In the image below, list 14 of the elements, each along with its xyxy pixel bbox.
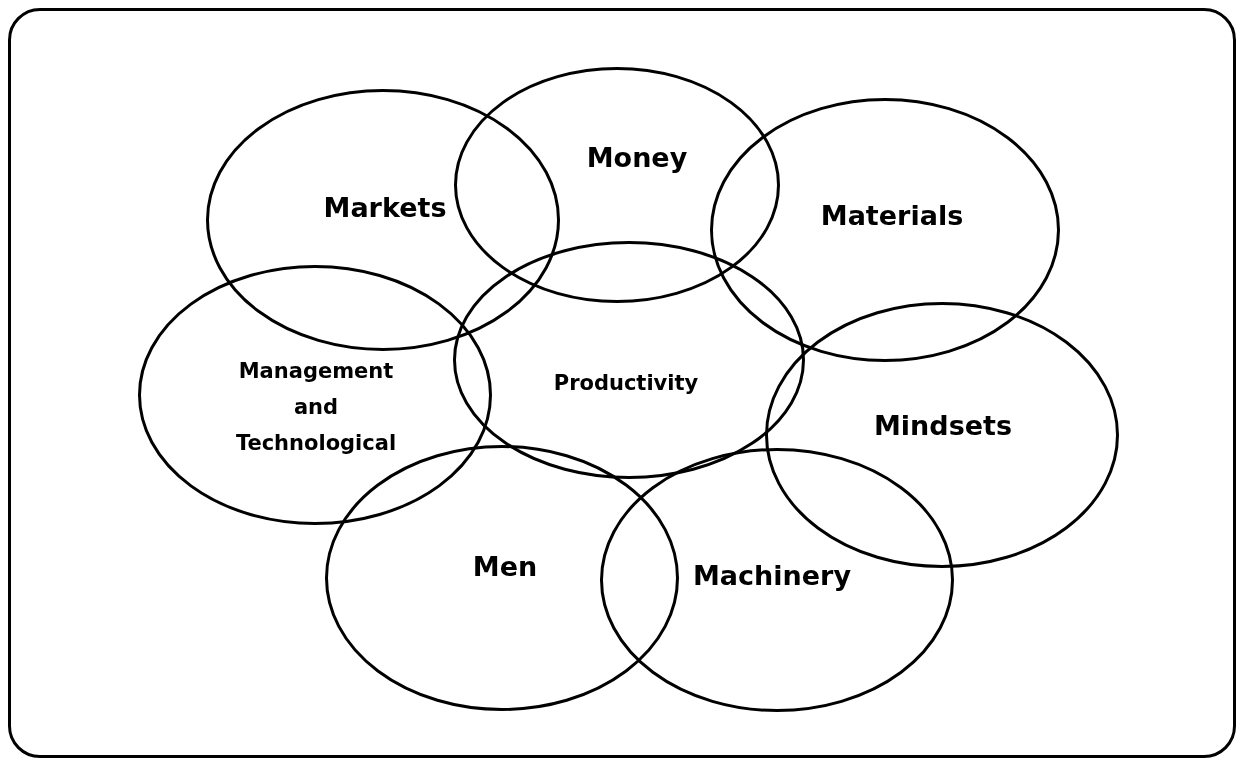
node-label: Mindsets [874, 409, 1012, 441]
ellipse-shape [454, 67, 780, 303]
node-label: Machinery [693, 559, 851, 591]
node-label: Money [586, 141, 688, 173]
node-label: Management and Technological [234, 358, 398, 457]
node-label: Materials [820, 199, 964, 231]
ellipse-shape [710, 98, 1060, 362]
ellipse-shape [206, 89, 560, 351]
node-label: Men [472, 550, 538, 582]
ellipse-shape [453, 241, 805, 479]
ellipse-shape [138, 265, 492, 525]
node-label: Markets [323, 191, 447, 223]
ellipse-shape [600, 448, 954, 712]
node-label: Productivity [553, 371, 699, 395]
